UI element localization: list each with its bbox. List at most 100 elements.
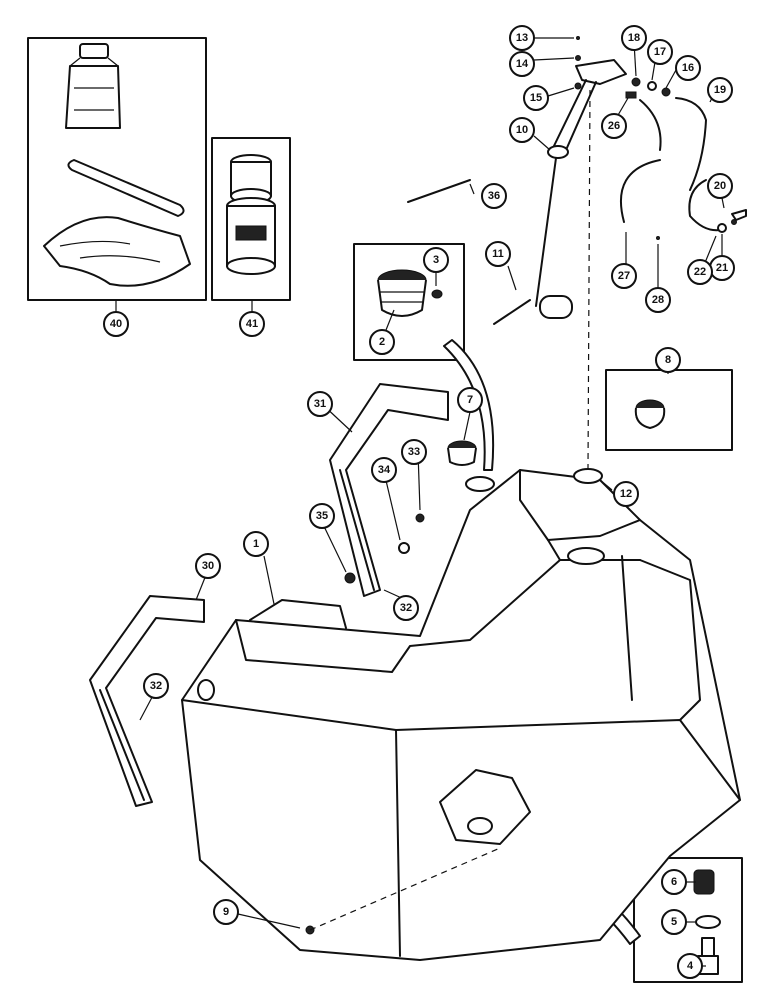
callout-19: 19 — [707, 77, 733, 103]
strap-rear — [329, 383, 449, 597]
callout-5: 5 — [661, 909, 687, 935]
callout-22: 22 — [687, 259, 713, 285]
svg-text:26: 26 — [608, 120, 620, 132]
sealant-kit-panel-41 — [211, 137, 291, 301]
callout-2: 2 — [369, 329, 395, 355]
bolt-33 — [415, 513, 425, 523]
callout-17: 17 — [647, 39, 673, 65]
svg-text:41: 41 — [246, 318, 258, 330]
callout-21: 21 — [709, 255, 735, 281]
svg-text:8: 8 — [665, 354, 671, 366]
callout-20: 20 — [707, 173, 733, 199]
repair-cloth — [43, 216, 191, 287]
gasket-12 — [573, 468, 603, 484]
nut-35 — [344, 572, 356, 584]
callout-8: 8 — [655, 347, 681, 373]
callout-30: 30 — [195, 553, 221, 579]
svg-text:36: 36 — [488, 190, 500, 202]
callout-36: 36 — [481, 183, 507, 209]
svg-text:33: 33 — [408, 446, 420, 458]
svg-text:1: 1 — [253, 538, 259, 550]
filler-cap-icon — [377, 269, 427, 317]
svg-text:18: 18 — [628, 32, 640, 44]
svg-text:21: 21 — [716, 262, 728, 274]
svg-text:30: 30 — [202, 560, 214, 572]
gasket-icon — [695, 915, 721, 929]
callout-26: 26 — [601, 113, 627, 139]
svg-text:12: 12 — [620, 488, 632, 500]
callout-1: 1 — [243, 531, 269, 557]
callout-4: 4 — [677, 953, 703, 979]
sealant-can-icon — [226, 154, 276, 275]
sender-alignment-line — [587, 89, 591, 469]
fuel-tank-body — [181, 469, 741, 961]
callout-40: 40 — [103, 311, 129, 337]
svg-text:32: 32 — [400, 602, 412, 614]
svg-text:6: 6 — [671, 876, 677, 888]
svg-text:16: 16 — [682, 62, 694, 74]
callout-33: 33 — [401, 439, 427, 465]
strap-front — [89, 595, 205, 807]
applicator-stick — [67, 159, 185, 217]
fuel-line-27 — [619, 159, 661, 223]
washer-34 — [398, 542, 410, 554]
drain-parts-inset — [633, 857, 743, 983]
retainer-ring — [431, 289, 443, 299]
svg-text:19: 19 — [714, 84, 726, 96]
callout-41: 41 — [239, 311, 265, 337]
callout-12: 12 — [613, 481, 639, 507]
svg-text:15: 15 — [530, 92, 542, 104]
tank-cap-7 — [447, 440, 477, 466]
callout-9: 9 — [213, 899, 239, 925]
svg-text:10: 10 — [516, 124, 528, 136]
callout-16: 16 — [675, 55, 701, 81]
grommet-icon — [634, 399, 666, 429]
svg-text:31: 31 — [314, 398, 326, 410]
rod-36 — [407, 179, 471, 203]
svg-text:5: 5 — [671, 916, 677, 928]
bottle-icon — [65, 43, 121, 129]
filler-cap-inset — [353, 243, 465, 361]
svg-text:9: 9 — [223, 906, 229, 918]
callout-18: 18 — [621, 25, 647, 51]
svg-text:27: 27 — [618, 270, 630, 282]
callout-13: 13 — [509, 25, 535, 51]
svg-text:28: 28 — [652, 294, 664, 306]
svg-text:20: 20 — [714, 180, 726, 192]
callout-35: 35 — [309, 503, 335, 529]
callout-10: 10 — [509, 117, 535, 143]
fuel-sender-unit — [493, 59, 627, 325]
callout-15: 15 — [523, 85, 549, 111]
fuel-line-19 — [675, 97, 707, 191]
part-8-inset — [605, 369, 733, 451]
svg-text:3: 3 — [433, 254, 439, 266]
repair-kit-panel-40 — [27, 37, 207, 301]
svg-text:17: 17 — [654, 46, 666, 58]
inset-arrow — [443, 339, 495, 471]
svg-text:14: 14 — [516, 58, 529, 70]
callout-27: 27 — [611, 263, 637, 289]
fuel-line-upper — [639, 99, 662, 151]
callout-32-front: 32 — [143, 673, 169, 699]
svg-text:2: 2 — [379, 336, 385, 348]
fuel-line-loop — [688, 179, 721, 232]
svg-text:22: 22 — [694, 266, 706, 278]
callout-3: 3 — [423, 247, 449, 273]
drain-fitting-icon — [697, 937, 719, 975]
callout-6: 6 — [661, 869, 687, 895]
svg-text:34: 34 — [378, 464, 391, 476]
callout-31: 31 — [307, 391, 333, 417]
svg-text:4: 4 — [687, 960, 694, 972]
callout-28: 28 — [645, 287, 671, 313]
callout-7: 7 — [457, 387, 483, 413]
callout-32-rear: 32 — [393, 595, 419, 621]
svg-text:40: 40 — [110, 318, 122, 330]
svg-text:32: 32 — [150, 680, 162, 692]
svg-text:35: 35 — [316, 510, 328, 522]
svg-text:7: 7 — [467, 394, 473, 406]
drain-cap-icon — [693, 869, 715, 895]
callout-11: 11 — [485, 241, 511, 267]
callout-14: 14 — [509, 51, 535, 77]
callout-34: 34 — [371, 457, 397, 483]
